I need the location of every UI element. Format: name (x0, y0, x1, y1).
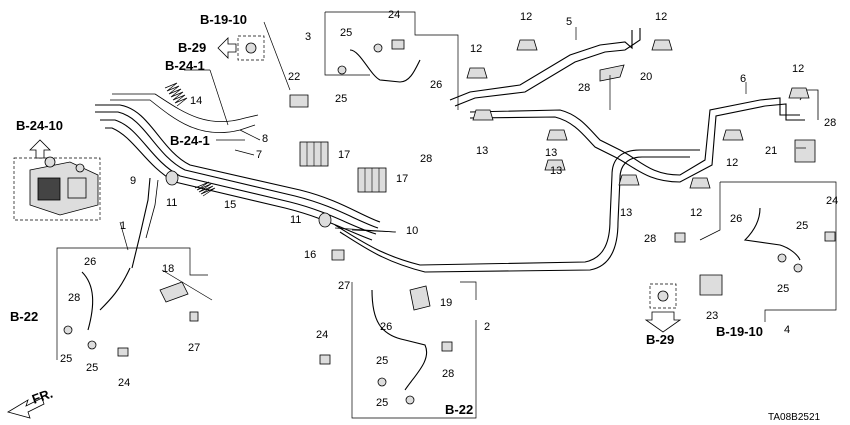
bracket-19 (409, 285, 431, 311)
ref-b24-1-top[interactable]: B-24-1 (165, 58, 205, 73)
grommet-11 (165, 170, 332, 228)
label-11: 11 (166, 197, 177, 209)
bracket-20 (599, 64, 625, 82)
label-25: 25 (340, 27, 352, 39)
front-arrow-icon (6, 397, 45, 419)
clips-12 (466, 39, 810, 189)
ref-b19-10-right[interactable]: B-19-10 (716, 324, 763, 339)
label-28: 28 (644, 233, 656, 245)
label-25: 25 (335, 93, 347, 105)
label-25: 25 (376, 355, 388, 367)
arrow-up-icon (29, 139, 51, 159)
label-3: 3 (305, 31, 311, 43)
ref-b24-10[interactable]: B-24-10 (16, 118, 63, 133)
ref-labels: B-19-10 B-29 B-24-1 B-24-10 B-24-1 B-22 … (10, 12, 821, 423)
ref-b29-right[interactable]: B-29 (646, 332, 674, 347)
arrow-down-icon (644, 311, 682, 333)
label-18: 18 (162, 263, 174, 275)
label-24: 24 (826, 195, 838, 207)
label-6: 6 (740, 73, 746, 85)
label-16: 16 (304, 249, 316, 261)
bracket-18 (159, 281, 189, 303)
label-14: 14 (190, 95, 202, 107)
label-28: 28 (420, 153, 432, 165)
label-28: 28 (578, 82, 590, 94)
clamp-17a (299, 141, 329, 167)
label-17: 17 (396, 173, 408, 185)
label-12: 12 (520, 11, 532, 23)
clip-15 (194, 181, 216, 197)
label-20: 20 (640, 71, 652, 83)
bracket-22 (289, 94, 309, 108)
clips-13 (472, 109, 640, 186)
label-4: 4 (784, 324, 790, 336)
spring-clip-14 (164, 82, 188, 107)
arrow-left-icon (217, 37, 237, 59)
label-28: 28 (824, 117, 836, 129)
label-13: 13 (550, 165, 562, 177)
label-11: 11 (290, 214, 301, 226)
label-19: 19 (440, 297, 452, 309)
b29-top-box (237, 35, 265, 61)
label-27: 27 (188, 342, 200, 354)
ref-b29-top[interactable]: B-29 (178, 40, 206, 55)
ref-b19-10-top[interactable]: B-19-10 (200, 12, 247, 27)
hose-3-box (324, 11, 459, 110)
clamp-17b (357, 167, 387, 193)
label-12: 12 (470, 43, 482, 55)
label-13: 13 (545, 147, 557, 159)
label-22: 22 (288, 71, 300, 83)
label-1: 1 (120, 220, 126, 232)
label-26: 26 (730, 213, 742, 225)
hose-4-box (674, 181, 837, 322)
label-12: 12 (792, 63, 804, 75)
label-24: 24 (118, 377, 130, 389)
clip-16 (331, 249, 345, 261)
label-5: 5 (566, 16, 572, 28)
label-10: 10 (406, 225, 418, 237)
label-12: 12 (690, 207, 702, 219)
label-24: 24 (316, 329, 328, 341)
label-8: 8 (262, 133, 268, 145)
label-25: 25 (796, 220, 808, 232)
label-26: 26 (380, 321, 392, 333)
label-28: 28 (442, 368, 454, 380)
label-27: 27 (338, 280, 350, 292)
label-26: 26 (430, 79, 442, 91)
label-13: 13 (476, 145, 488, 157)
leader-lines (119, 21, 806, 301)
bracket-21 (794, 139, 816, 163)
abs-modulator (13, 156, 101, 221)
label-23: 23 (706, 310, 718, 322)
hose-1-box (56, 247, 208, 360)
label-21: 21 (765, 145, 777, 157)
label-25: 25 (376, 397, 388, 409)
label-25: 25 (86, 362, 98, 374)
ref-b24-1-mid[interactable]: B-24-1 (170, 133, 210, 148)
label-15: 15 (224, 199, 236, 211)
label-28: 28 (68, 292, 80, 304)
front-label: FR. (30, 386, 55, 407)
label-24: 24 (388, 9, 400, 21)
bracket-23 (699, 274, 723, 296)
label-13: 13 (620, 207, 632, 219)
ref-b22-left[interactable]: B-22 (10, 309, 38, 324)
ref-b22-bottom[interactable]: B-22 (445, 402, 473, 417)
label-17: 17 (338, 149, 350, 161)
label-2: 2 (484, 321, 490, 333)
diagram-code: TA08B2521 (768, 412, 821, 423)
label-9: 9 (130, 175, 136, 187)
hose-2-box (319, 281, 477, 419)
part-number-labels: 3 25 24 5 12 12 12 22 25 26 14 28 20 6 1… (60, 9, 838, 409)
label-25: 25 (777, 283, 789, 295)
label-25: 25 (60, 353, 72, 365)
label-12: 12 (655, 11, 667, 23)
b29-right-box (649, 283, 677, 309)
label-12: 12 (726, 157, 738, 169)
label-26: 26 (84, 256, 96, 268)
label-7: 7 (256, 149, 262, 161)
